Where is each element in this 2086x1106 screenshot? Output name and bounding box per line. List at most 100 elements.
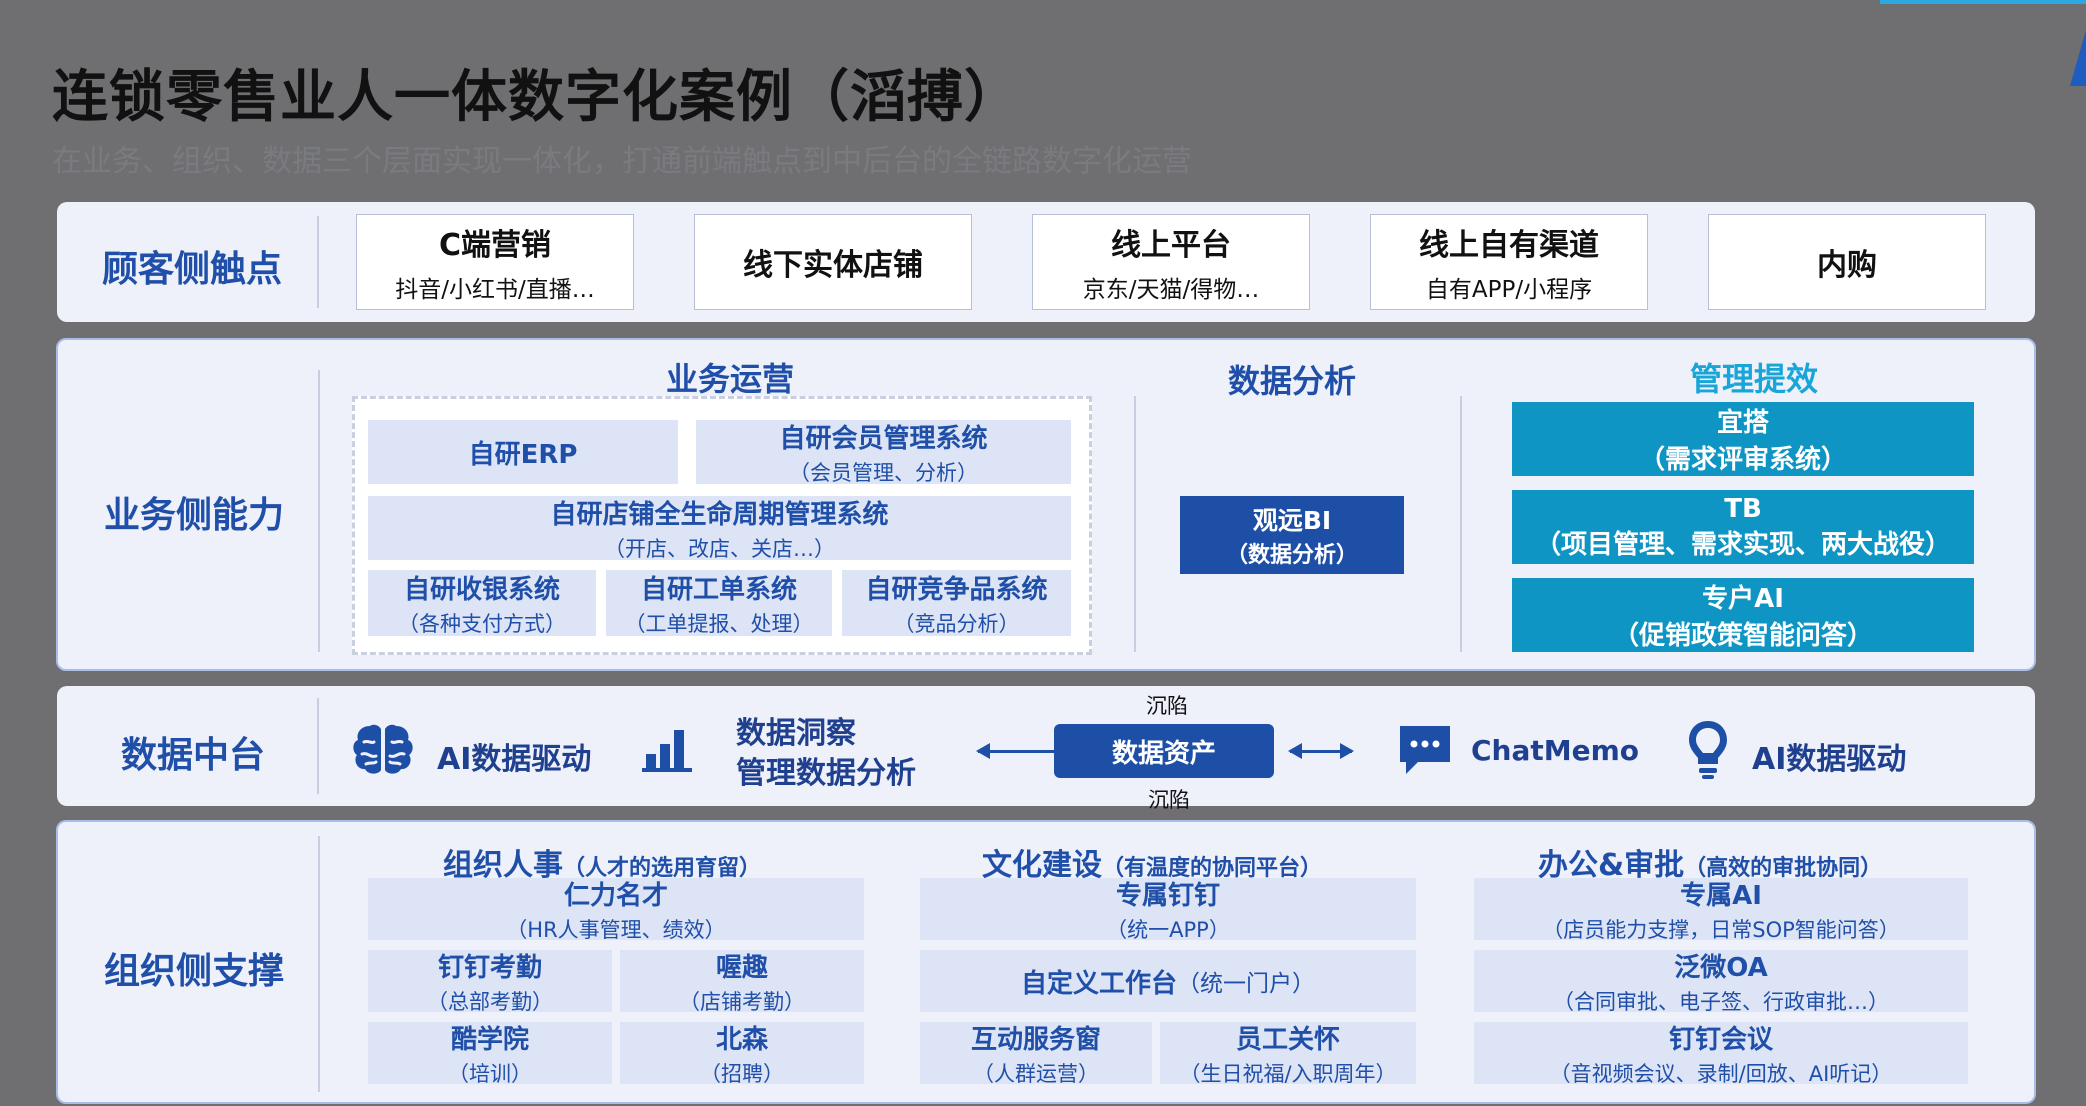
employee-care-box: 员工关怀 （生日祝福/入职周年）: [1160, 1022, 1416, 1086]
box-label: 钉钉考勤: [437, 952, 542, 983]
box-sublabel: （需求评审系统）: [1638, 445, 1847, 475]
insight-label: 数据洞察 管理数据分析: [736, 714, 916, 794]
touchpoint-label: 内购: [1817, 248, 1877, 283]
business-ops-title: 业务运营: [666, 360, 795, 398]
touchpoint-online-platform: 线上平台 京东/天猫/得物…: [1032, 214, 1310, 310]
pos-system-box: 自研收银系统 （各种支付方式）: [368, 570, 596, 636]
box-sublabel: （会员管理、分析）: [789, 460, 978, 485]
row-divider: [318, 836, 320, 1092]
box-label: 观远BI: [1252, 506, 1332, 535]
lightbulb-icon: [1689, 721, 1727, 779]
box-sublabel: （招聘）: [700, 1061, 784, 1086]
insight-line-1: 数据洞察: [736, 716, 856, 751]
sink-label-top: 沉陷: [1146, 694, 1188, 718]
page-title: 连锁零售业人一体数字化案例（滔搏）: [52, 65, 1021, 130]
box-label: 专属钉钉: [1115, 880, 1220, 911]
hr-column-title: 组织人事（人才的选用育留）: [443, 840, 761, 884]
account-ai-box: 专户AI （促销政策智能问答）: [1512, 578, 1974, 652]
dingding-attendance-box: 钉钉考勤 （总部考勤）: [368, 950, 612, 1014]
box-sublabel: （店铺考勤）: [679, 989, 805, 1014]
box-label: 员工关怀: [1235, 1024, 1340, 1055]
box-sublabel: （数据分析）: [1225, 543, 1358, 568]
office-title-text: 办公&审批: [1538, 848, 1685, 883]
box-label: 自研会员管理系统: [779, 423, 988, 454]
bidirectional-arrow-right: [1288, 743, 1354, 759]
box-sublabel: （促销政策智能问答）: [1612, 621, 1873, 651]
touchpoint-label: 线上自有渠道: [1419, 228, 1599, 263]
touchpoint-own-channel: 线上自有渠道 自有APP/小程序: [1370, 214, 1648, 310]
exclusive-ai-box: 专属AI （店员能力支撑，日常SOP智能问答）: [1474, 878, 1968, 942]
culture-column-title: 文化建设（有温度的协同平台）: [982, 840, 1322, 884]
row-label-business: 业务侧能力: [104, 495, 285, 536]
touchpoint-c-marketing: C端营销 抖音/小红书/直播…: [356, 214, 634, 310]
fanwei-oa-box: 泛微OA （合同审批、电子签、行政审批…）: [1474, 950, 1968, 1014]
bi-box: 观远BI （数据分析）: [1180, 496, 1404, 574]
row-divider: [318, 370, 320, 652]
touchpoint-sublabel: 自有APP/小程序: [1425, 277, 1593, 303]
sink-label-bottom: 沉陷: [1148, 788, 1190, 812]
dingding-meeting-box: 钉钉会议 （音视频会议、录制/回放、AI听记）: [1474, 1022, 1968, 1086]
exclusive-dingding-box: 专属钉钉 （统一APP）: [920, 878, 1416, 942]
box-label: 泛微OA: [1674, 952, 1768, 983]
erp-box: 自研ERP: [368, 420, 678, 484]
bar-chart-icon: [642, 730, 692, 772]
data-analysis-title: 数据分析: [1228, 362, 1357, 400]
box-sublabel: （各种支付方式）: [398, 611, 566, 636]
row-label-org: 组织侧支撑: [104, 951, 285, 992]
data-asset-box: 数据资产: [1054, 724, 1274, 778]
touchpoint-sublabel: 抖音/小红书/直播…: [395, 277, 595, 303]
office-column-title: 办公&审批（高效的审批协同）: [1538, 840, 1882, 884]
insight-line-2: 管理数据分析: [736, 756, 916, 791]
box-sublabel: （项目管理、需求实现、两大战役）: [1534, 529, 1951, 560]
box-sublabel: （店员能力支撑，日常SOP智能问答）: [1542, 917, 1900, 942]
custom-workbench-box: 自定义工作台 （统一门户）: [920, 950, 1416, 1012]
box-sublabel: （工单提报、处理）: [624, 611, 814, 636]
box-label: 北森: [715, 1024, 768, 1055]
box-label: 自研竞争品系统: [865, 574, 1048, 605]
hr-subtitle-text: （人才的选用育留）: [563, 856, 762, 881]
ticket-system-box: 自研工单系统 （工单提报、处理）: [606, 570, 832, 636]
compete-system-box: 自研竞争品系统 （竞品分析）: [842, 570, 1071, 636]
box-sublabel: （合同审批、电子签、行政审批…）: [1553, 989, 1889, 1014]
touchpoint-label: 线上平台: [1111, 228, 1231, 263]
member-system-box: 自研会员管理系统 （会员管理、分析）: [696, 420, 1071, 485]
box-label: 自定义工作台: [1020, 968, 1177, 999]
renli-box: 仁力名才 （HR人事管理、绩效）: [368, 878, 864, 942]
page-subtitle: 在业务、组织、数据三个层面实现一体化，打通前端触点到中后台的全链路数字化运营: [52, 144, 1192, 179]
row-label-customer: 顾客侧触点: [102, 249, 283, 290]
column-divider: [1134, 396, 1136, 652]
box-sublabel: （开店、改店、关店…）: [604, 536, 835, 561]
box-label: 仁力名才: [563, 880, 668, 911]
touchpoint-sublabel: 京东/天猫/得物…: [1082, 277, 1260, 303]
box-label: 喔趣: [715, 952, 768, 983]
touchpoint-internal-purchase: 内购: [1708, 214, 1986, 310]
box-label: 宜搭: [1716, 408, 1769, 438]
ai-data-drive-label-2: AI数据驱动: [1752, 742, 1907, 777]
tb-box: TB （项目管理、需求实现、两大战役）: [1512, 490, 1974, 564]
box-sublabel: （竞品分析）: [893, 611, 1020, 636]
box-sublabel: （HR人事管理、绩效）: [506, 917, 726, 942]
office-subtitle-text: （高效的审批协同）: [1684, 856, 1883, 881]
box-label: 自研工单系统: [640, 574, 797, 605]
corner-logo-mark: [2070, 30, 2086, 86]
row-divider: [317, 698, 319, 794]
brain-icon: [353, 724, 413, 774]
touchpoint-offline-store: 线下实体店铺: [694, 214, 972, 310]
box-sublabel: （统一APP）: [1106, 917, 1230, 942]
culture-title-text: 文化建设: [982, 848, 1102, 883]
culture-subtitle-text: （有温度的协同平台）: [1102, 856, 1323, 881]
beisen-box: 北森 （招聘）: [620, 1022, 864, 1086]
chatmemo-label: ChatMemo: [1471, 734, 1640, 767]
box-sublabel: （音视频会议、录制/回放、AI听记）: [1549, 1061, 1893, 1086]
box-label: TB: [1724, 493, 1762, 524]
box-label: 钉钉会议: [1668, 1024, 1773, 1055]
store-lifecycle-box: 自研店铺全生命周期管理系统 （开店、改店、关店…）: [368, 496, 1071, 561]
box-sublabel: （人群运营）: [973, 1061, 1099, 1086]
box-label: 自研店铺全生命周期管理系统: [550, 499, 889, 530]
box-label: 自研收银系统: [403, 574, 560, 605]
row-label-data: 数据中台: [121, 735, 266, 776]
box-sublabel: （统一门户）: [1177, 971, 1315, 997]
box-sublabel: （培训）: [448, 1061, 532, 1086]
box-sublabel: （总部考勤）: [427, 989, 553, 1014]
hr-title-text: 组织人事: [443, 848, 563, 883]
